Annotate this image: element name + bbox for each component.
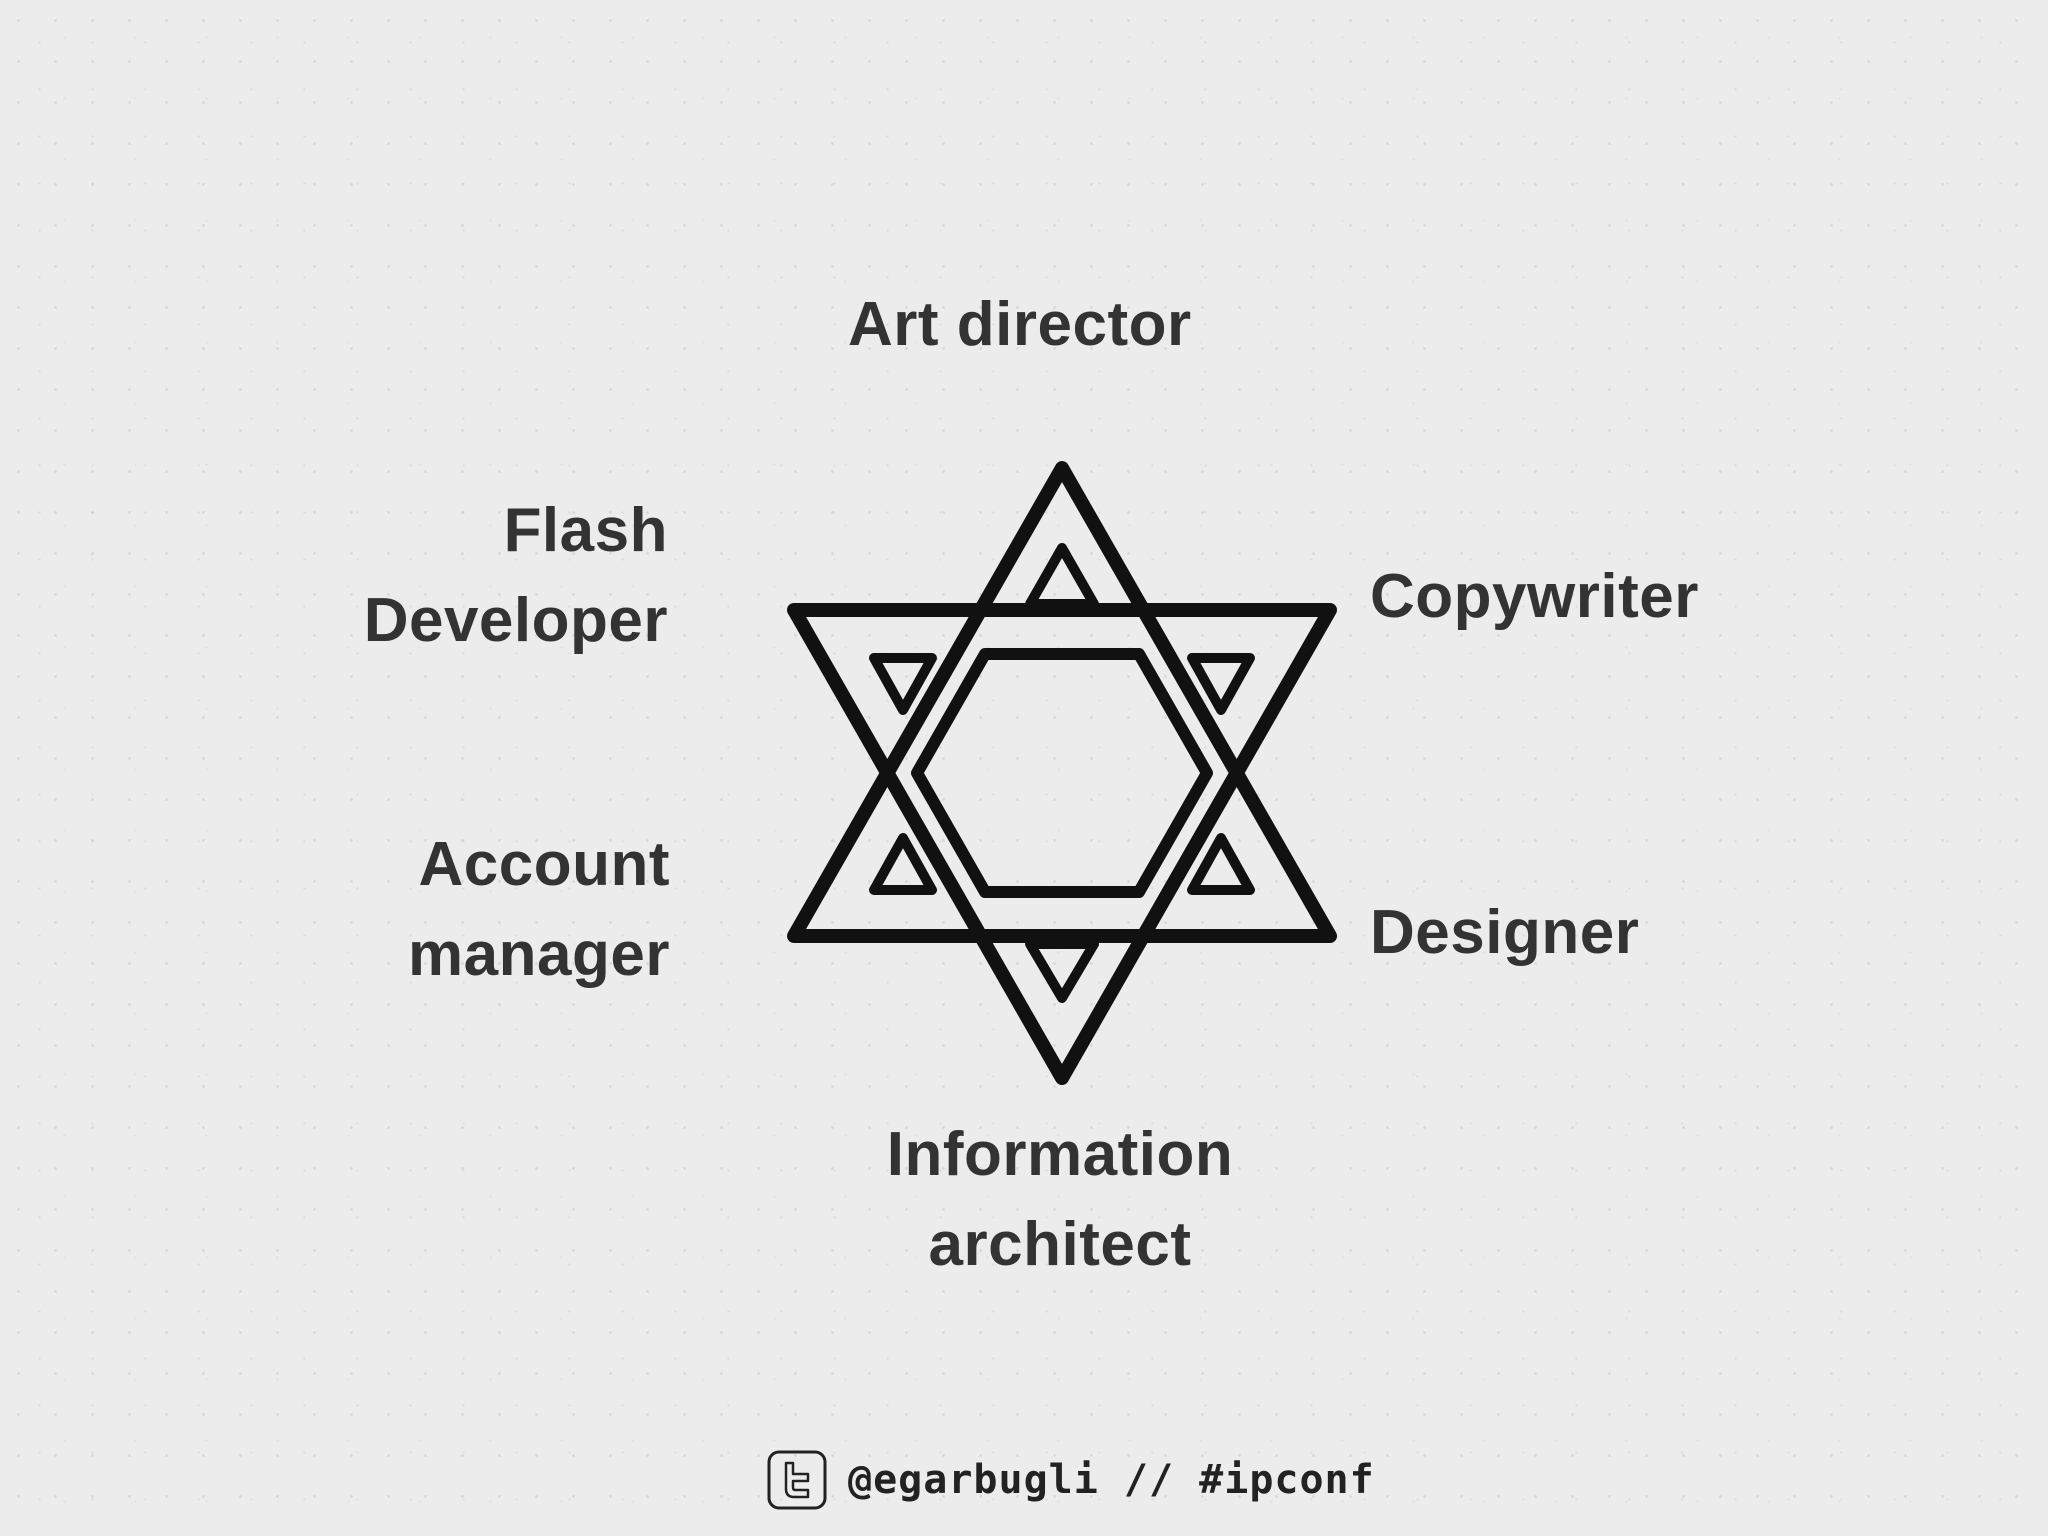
role-copywriter-label: Copywriter bbox=[1370, 562, 1699, 631]
role-art-director-label: Art director bbox=[848, 290, 1192, 359]
role-designer: Designer bbox=[1370, 888, 1770, 978]
star-inner-triangle-upper-left bbox=[869, 653, 937, 715]
star-inner-triangle-lower-left bbox=[869, 833, 937, 895]
star-center-hexagon bbox=[911, 648, 1213, 898]
role-information-architect-line-2: architect bbox=[928, 1210, 1192, 1279]
twitter-handle[interactable]: @egarbugli // #ipconf bbox=[848, 1457, 1375, 1503]
star-inner-triangle-bottom bbox=[1025, 939, 1099, 1003]
role-flash-developer-line-2: Developer bbox=[363, 586, 668, 655]
star-inner-triangle-upper-right bbox=[1187, 653, 1255, 715]
role-copywriter: Copywriter bbox=[1370, 552, 1770, 642]
footer-credit: @egarbugli // #ipconf bbox=[766, 1446, 1375, 1514]
role-account-manager-line-1: Account bbox=[418, 830, 670, 899]
role-flash-developer: Flash Developer bbox=[280, 486, 668, 666]
star-inner-triangle-lower-right bbox=[1187, 833, 1255, 895]
role-account-manager: Account manager bbox=[340, 820, 670, 1000]
role-art-director: Art director bbox=[848, 280, 1268, 370]
star-of-david-icon bbox=[787, 461, 1337, 1085]
star-up-triangle-outer bbox=[787, 461, 1337, 943]
role-flash-developer-line-1: Flash bbox=[503, 496, 668, 565]
twitter-icon[interactable] bbox=[766, 1449, 828, 1511]
star-down-triangle-outer bbox=[787, 603, 1337, 1085]
role-information-architect: Information architect bbox=[850, 1110, 1270, 1290]
role-information-architect-line-1: Information bbox=[886, 1120, 1234, 1189]
star-inner-triangle-top bbox=[1025, 543, 1099, 609]
role-account-manager-line-2: manager bbox=[408, 920, 670, 989]
role-designer-label: Designer bbox=[1370, 898, 1640, 967]
